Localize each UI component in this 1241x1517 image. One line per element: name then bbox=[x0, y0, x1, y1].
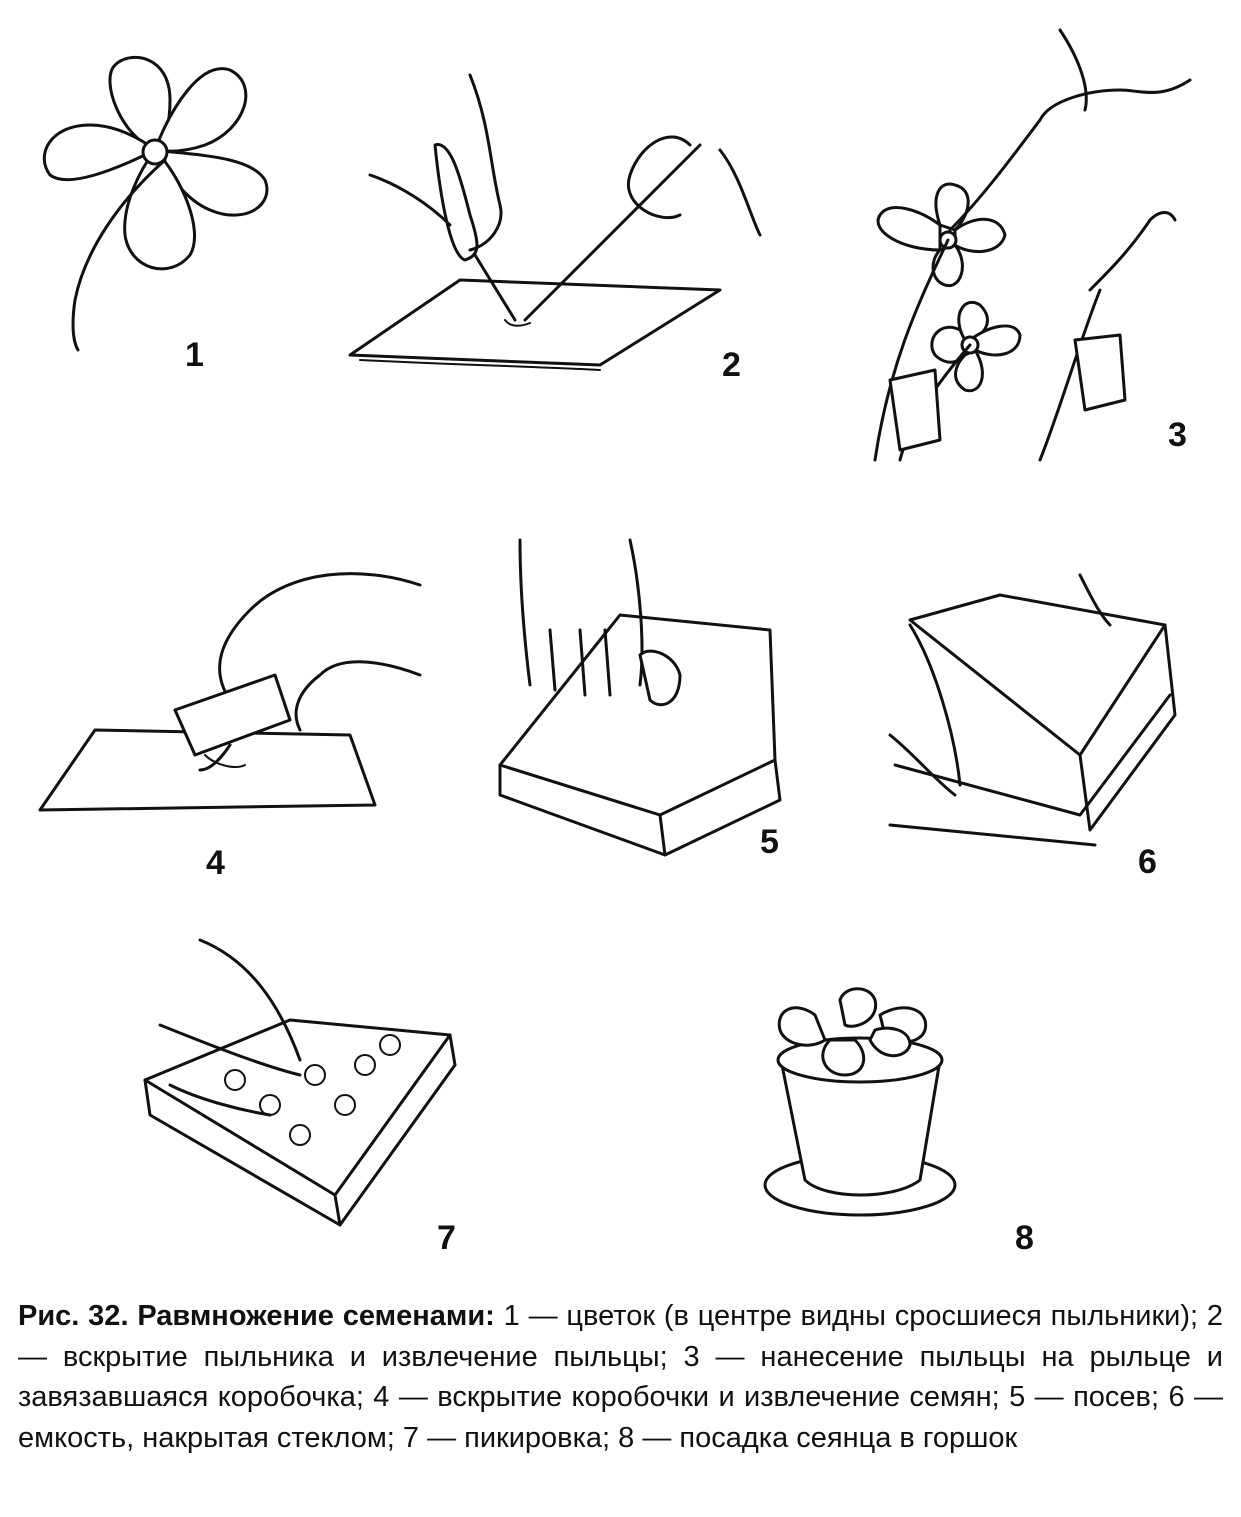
panel-6-covered-container: 6 bbox=[880, 555, 1200, 885]
pollination-illustration bbox=[860, 20, 1210, 465]
pricking-out-illustration bbox=[140, 935, 480, 1255]
figure-caption: Рис. 32. Равмножение семенами: 1 — цвето… bbox=[18, 1296, 1223, 1458]
panel-1-number: 1 bbox=[185, 338, 204, 372]
panel-7-pricking-out: 7 bbox=[140, 935, 480, 1255]
panel-5-number: 5 bbox=[760, 825, 779, 859]
panel-1-flower: . 1 bbox=[30, 40, 280, 360]
panel-8-potted-seedling: 8 bbox=[755, 985, 1055, 1255]
panel-7-number: 7 bbox=[437, 1221, 456, 1255]
sowing-illustration bbox=[490, 535, 820, 865]
flower-illustration: . bbox=[30, 40, 280, 360]
potted-seedling-illustration bbox=[755, 985, 1055, 1255]
panel-2-anther-opening: 2 bbox=[340, 65, 760, 395]
panel-5-sowing: 5 bbox=[490, 535, 820, 865]
panel-3-number: 3 bbox=[1168, 418, 1187, 452]
panel-4-seed-pod-opening: 4 bbox=[30, 560, 430, 880]
panel-8-number: 8 bbox=[1015, 1221, 1034, 1255]
caption-lead: Рис. 32. Равмножение семенами: bbox=[18, 1300, 495, 1332]
seed-pod-opening-illustration bbox=[30, 560, 430, 880]
panel-2-number: 2 bbox=[722, 348, 741, 382]
panel-4-number: 4 bbox=[206, 846, 225, 880]
covered-container-illustration bbox=[880, 555, 1200, 885]
anther-opening-illustration bbox=[340, 65, 760, 395]
panel-3-pollination: 3 bbox=[860, 20, 1210, 465]
svg-text:.: . bbox=[120, 128, 122, 137]
panel-6-number: 6 bbox=[1138, 845, 1157, 879]
